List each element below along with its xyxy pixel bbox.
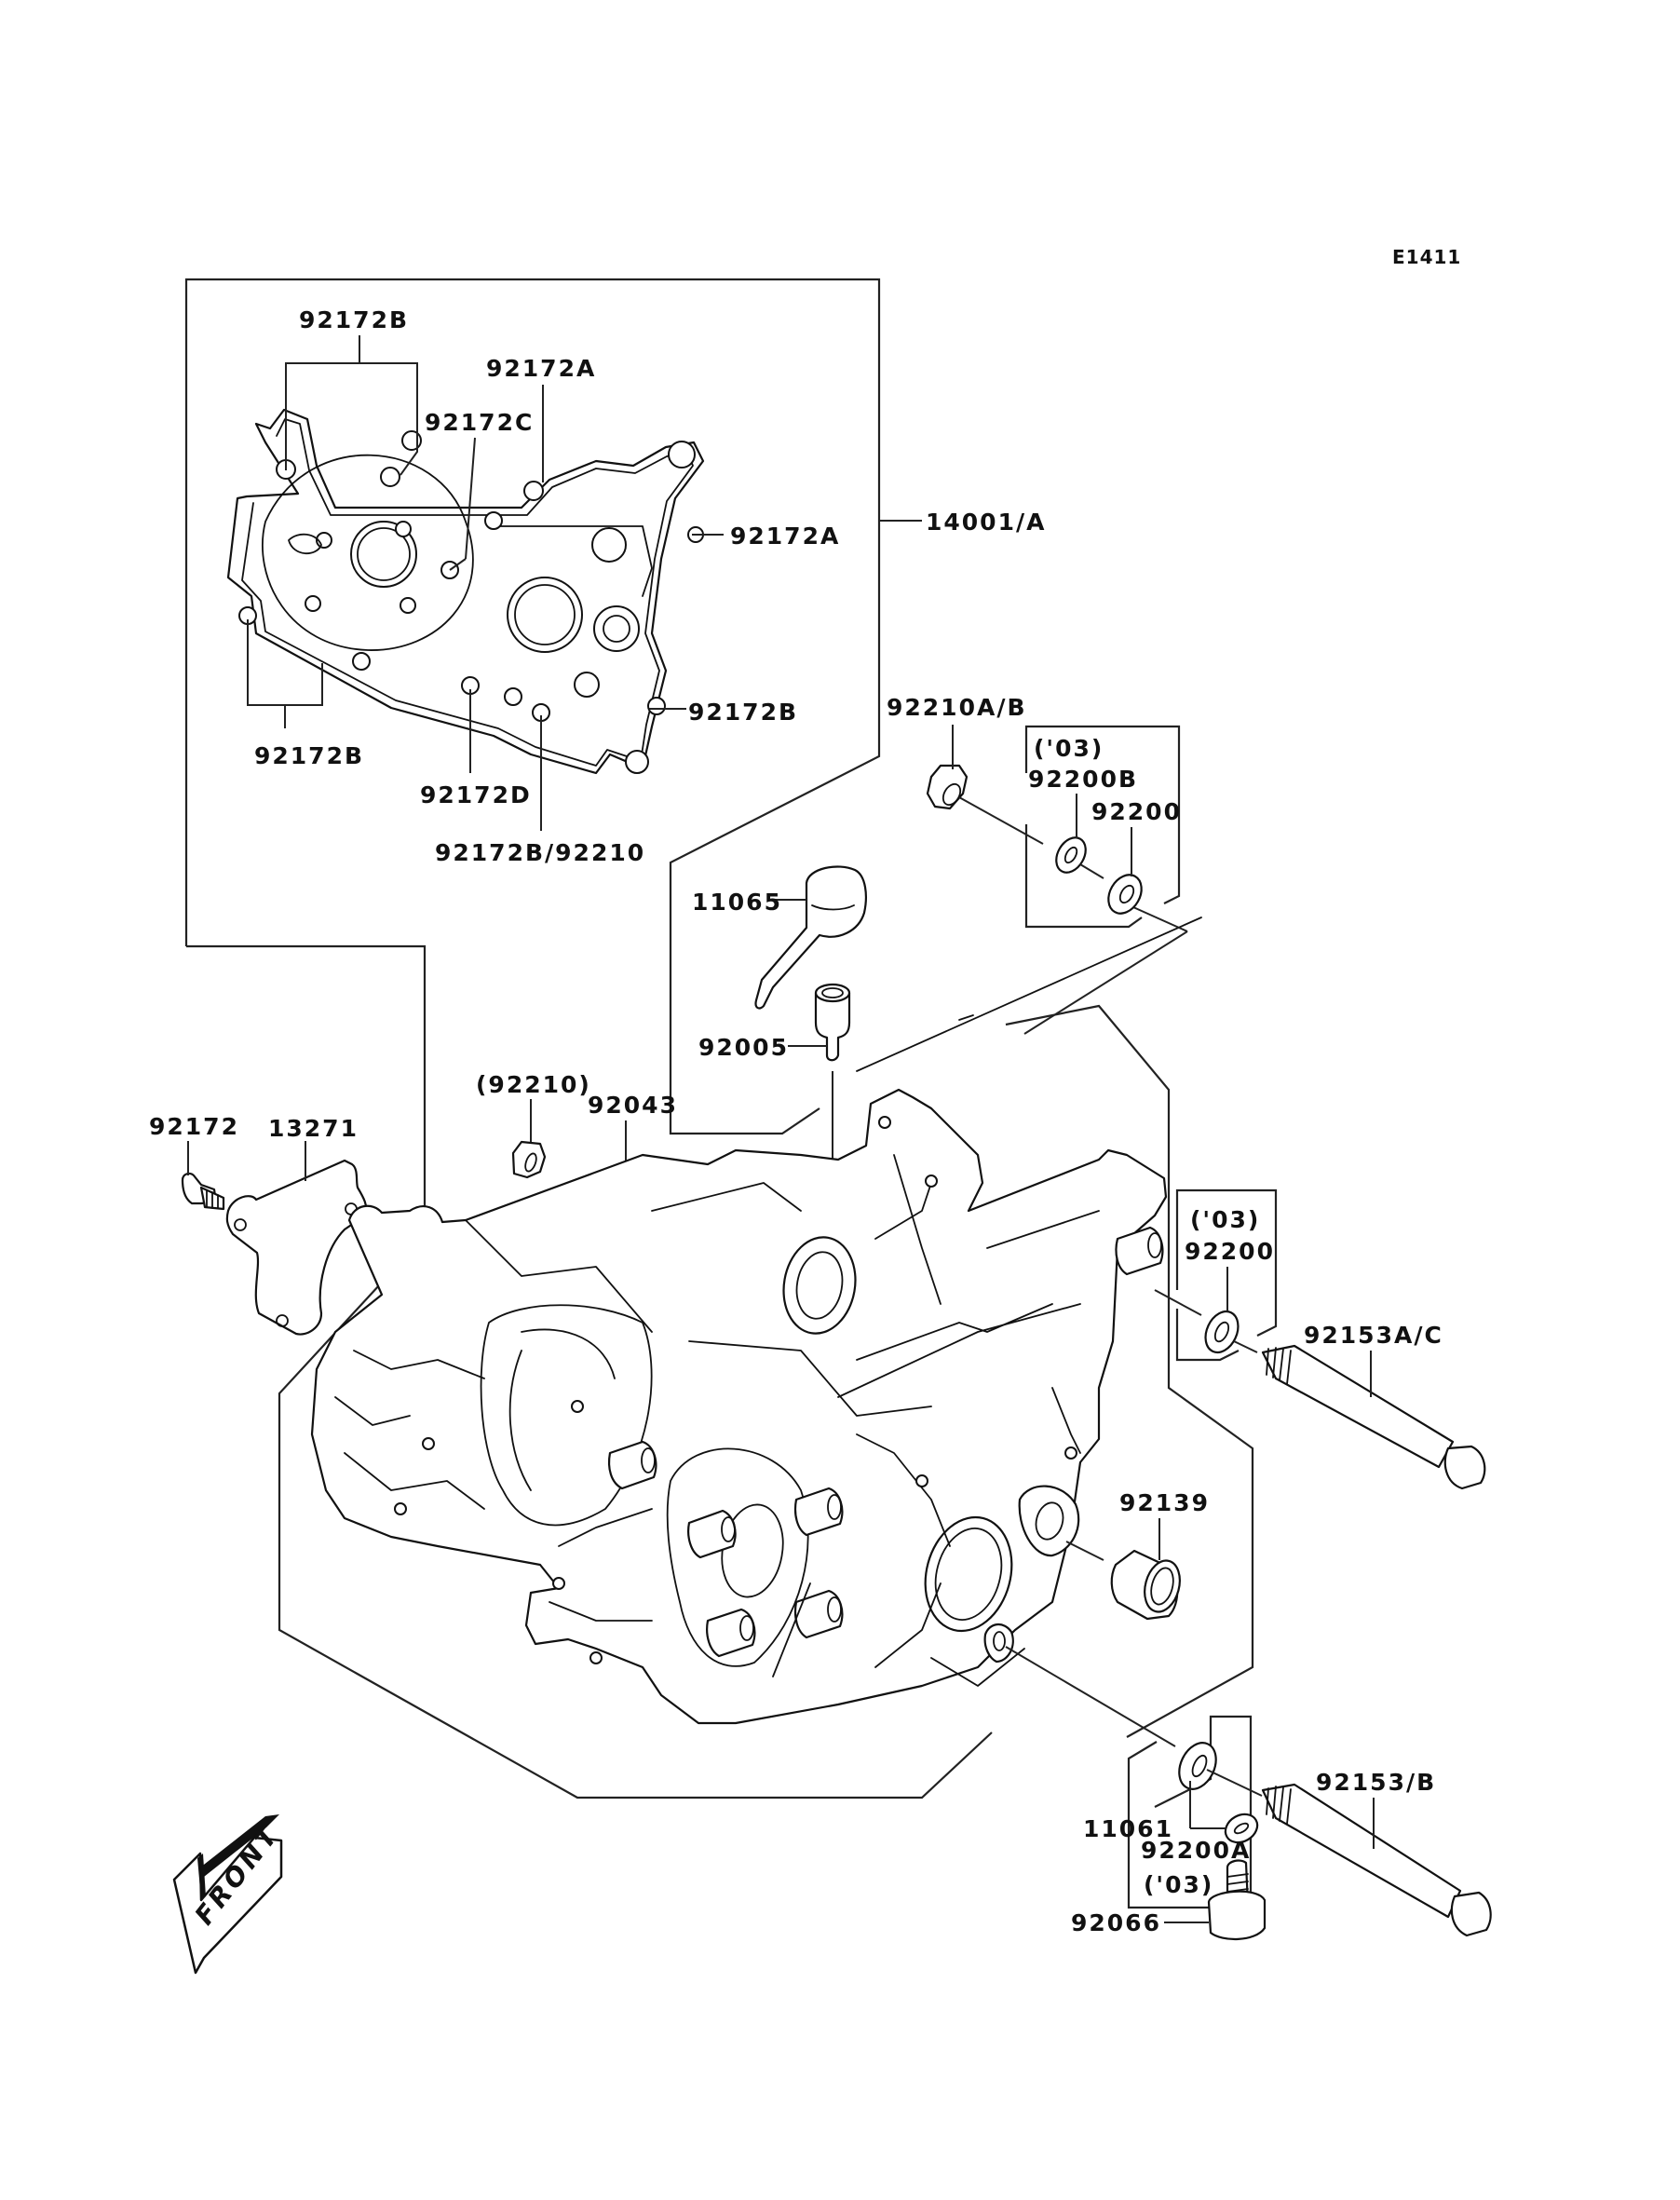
callout-92043[interactable]: 92043 (588, 1092, 678, 1119)
svg-text:14001/A: 14001/A (926, 509, 1046, 536)
svg-text:92153/B: 92153/B (1316, 1769, 1436, 1796)
svg-text:92139: 92139 (1119, 1489, 1210, 1516)
svg-text:92153A/C: 92153A/C (1304, 1322, 1443, 1349)
crankcase-body (310, 1088, 1168, 1725)
callout-13271[interactable]: 13271 (268, 1115, 359, 1142)
gasket-group-frame (184, 278, 881, 1135)
callout-03-upper[interactable]: ('03) (1034, 735, 1104, 762)
svg-text:92200: 92200 (1185, 1238, 1275, 1265)
svg-text:92200B: 92200B (1028, 766, 1138, 793)
svg-text:92200: 92200 (1091, 798, 1182, 825)
front-direction-indicator: FRONT (172, 1814, 284, 1975)
bolt-92066 (1164, 1859, 1267, 1941)
box-03-upper-lead2 (1023, 930, 1188, 1035)
callout-11061[interactable]: 11061 (1083, 1815, 1173, 1842)
svg-text:13271: 13271 (268, 1115, 359, 1142)
callout-92172C[interactable]: 92172C (425, 409, 534, 436)
washer-92200B (1055, 794, 1104, 879)
svg-text:92210A/B: 92210A/B (887, 694, 1027, 721)
crankcase-right-frame (1005, 1004, 1254, 1738)
callout-92172B-right[interactable]: 92172B (688, 699, 798, 726)
callout-92172B-left[interactable]: 92172B (254, 742, 364, 769)
svg-text:92005: 92005 (698, 1034, 789, 1061)
callout-92172B-92210[interactable]: 92172B/92210 (435, 839, 645, 866)
callout-92005[interactable]: 92005 (698, 1034, 789, 1061)
svg-text:11065: 11065 (692, 889, 782, 916)
svg-text:92066: 92066 (1071, 1909, 1161, 1936)
svg-text:92172D: 92172D (420, 781, 532, 808)
svg-text:92172A: 92172A (730, 523, 840, 550)
frame-upper-diag (856, 917, 1202, 1072)
box-03-mid (1175, 1188, 1278, 1337)
callout-03-lower[interactable]: ('03) (1144, 1871, 1213, 1898)
box-03-upper-lead (1124, 903, 1188, 932)
oil-pipe-11065 (754, 865, 867, 1010)
callout-labels: 92172B 92172A 92172C 92172A 14001/A 9217… (149, 306, 1443, 1936)
bolt-92153AC (1261, 1344, 1486, 1490)
callout-92200-mid[interactable]: 92200 (1185, 1238, 1275, 1265)
callout-92139[interactable]: 92139 (1119, 1489, 1210, 1516)
plate-13271 (225, 1141, 368, 1336)
callout-92153AC[interactable]: 92153A/C (1304, 1322, 1443, 1349)
washer-92200-mid (1154, 1267, 1258, 1354)
box-03-mid-bottom (1175, 1309, 1240, 1362)
svg-text:92043: 92043 (588, 1092, 678, 1119)
gasket-leaders (247, 335, 724, 831)
callout-92210-paren[interactable]: (92210) (476, 1071, 591, 1098)
callout-92172D[interactable]: 92172D (420, 781, 532, 808)
fitting-92005 (788, 983, 851, 1164)
svg-text:92172: 92172 (149, 1113, 239, 1140)
box-03-upper-bottom (1024, 824, 1143, 929)
box-03-upper (1024, 725, 1181, 904)
svg-text:92172B/92210: 92172B/92210 (435, 839, 645, 866)
screw-92172 (181, 1141, 225, 1211)
callout-92172A-right[interactable]: 92172A (730, 523, 840, 550)
svg-text:92200A: 92200A (1141, 1837, 1251, 1864)
callout-11065[interactable]: 11065 (692, 889, 782, 916)
crankcase-gasket-drawing (226, 408, 705, 775)
callout-92200B[interactable]: 92200B (1028, 766, 1138, 793)
svg-text:('03): ('03) (1034, 735, 1104, 762)
nut-92210AB (926, 725, 1044, 845)
svg-text:92172B: 92172B (688, 699, 798, 726)
callout-92172A-top[interactable]: 92172A (486, 355, 596, 382)
svg-text:('03): ('03) (1190, 1206, 1260, 1233)
callout-92066[interactable]: 92066 (1071, 1909, 1161, 1936)
callout-92200A[interactable]: 92200A (1141, 1837, 1251, 1864)
nut-92210 (511, 1099, 547, 1179)
washer-92200-upper (1107, 827, 1143, 915)
bolt-92153B (1261, 1783, 1492, 1937)
callout-92153B[interactable]: 92153/B (1316, 1769, 1436, 1796)
callout-92172[interactable]: 92172 (149, 1113, 239, 1140)
svg-text:92172C: 92172C (425, 409, 534, 436)
callout-03-mid[interactable]: ('03) (1190, 1206, 1260, 1233)
svg-text:92172B: 92172B (254, 742, 364, 769)
svg-text:11061: 11061 (1083, 1815, 1173, 1842)
washer-92200A (1005, 1646, 1263, 1828)
svg-text:('03): ('03) (1144, 1871, 1213, 1898)
svg-text:92172B: 92172B (299, 306, 409, 333)
callout-92200-upper[interactable]: 92200 (1091, 798, 1182, 825)
crankcase-outer-frame (186, 944, 993, 1799)
collar-92139 (1065, 1518, 1181, 1621)
frame-upper-diag-2 (958, 1014, 974, 1021)
callout-92210AB[interactable]: 92210A/B (887, 694, 1027, 721)
washer-11061 (1190, 1813, 1259, 1844)
diagram-reference-code: E1411 (1392, 246, 1461, 268)
callout-92172B-top[interactable]: 92172B (299, 306, 409, 333)
svg-text:(92210): (92210) (476, 1071, 591, 1098)
svg-text:92172A: 92172A (486, 355, 596, 382)
callout-14001A[interactable]: 14001/A (926, 509, 1046, 536)
